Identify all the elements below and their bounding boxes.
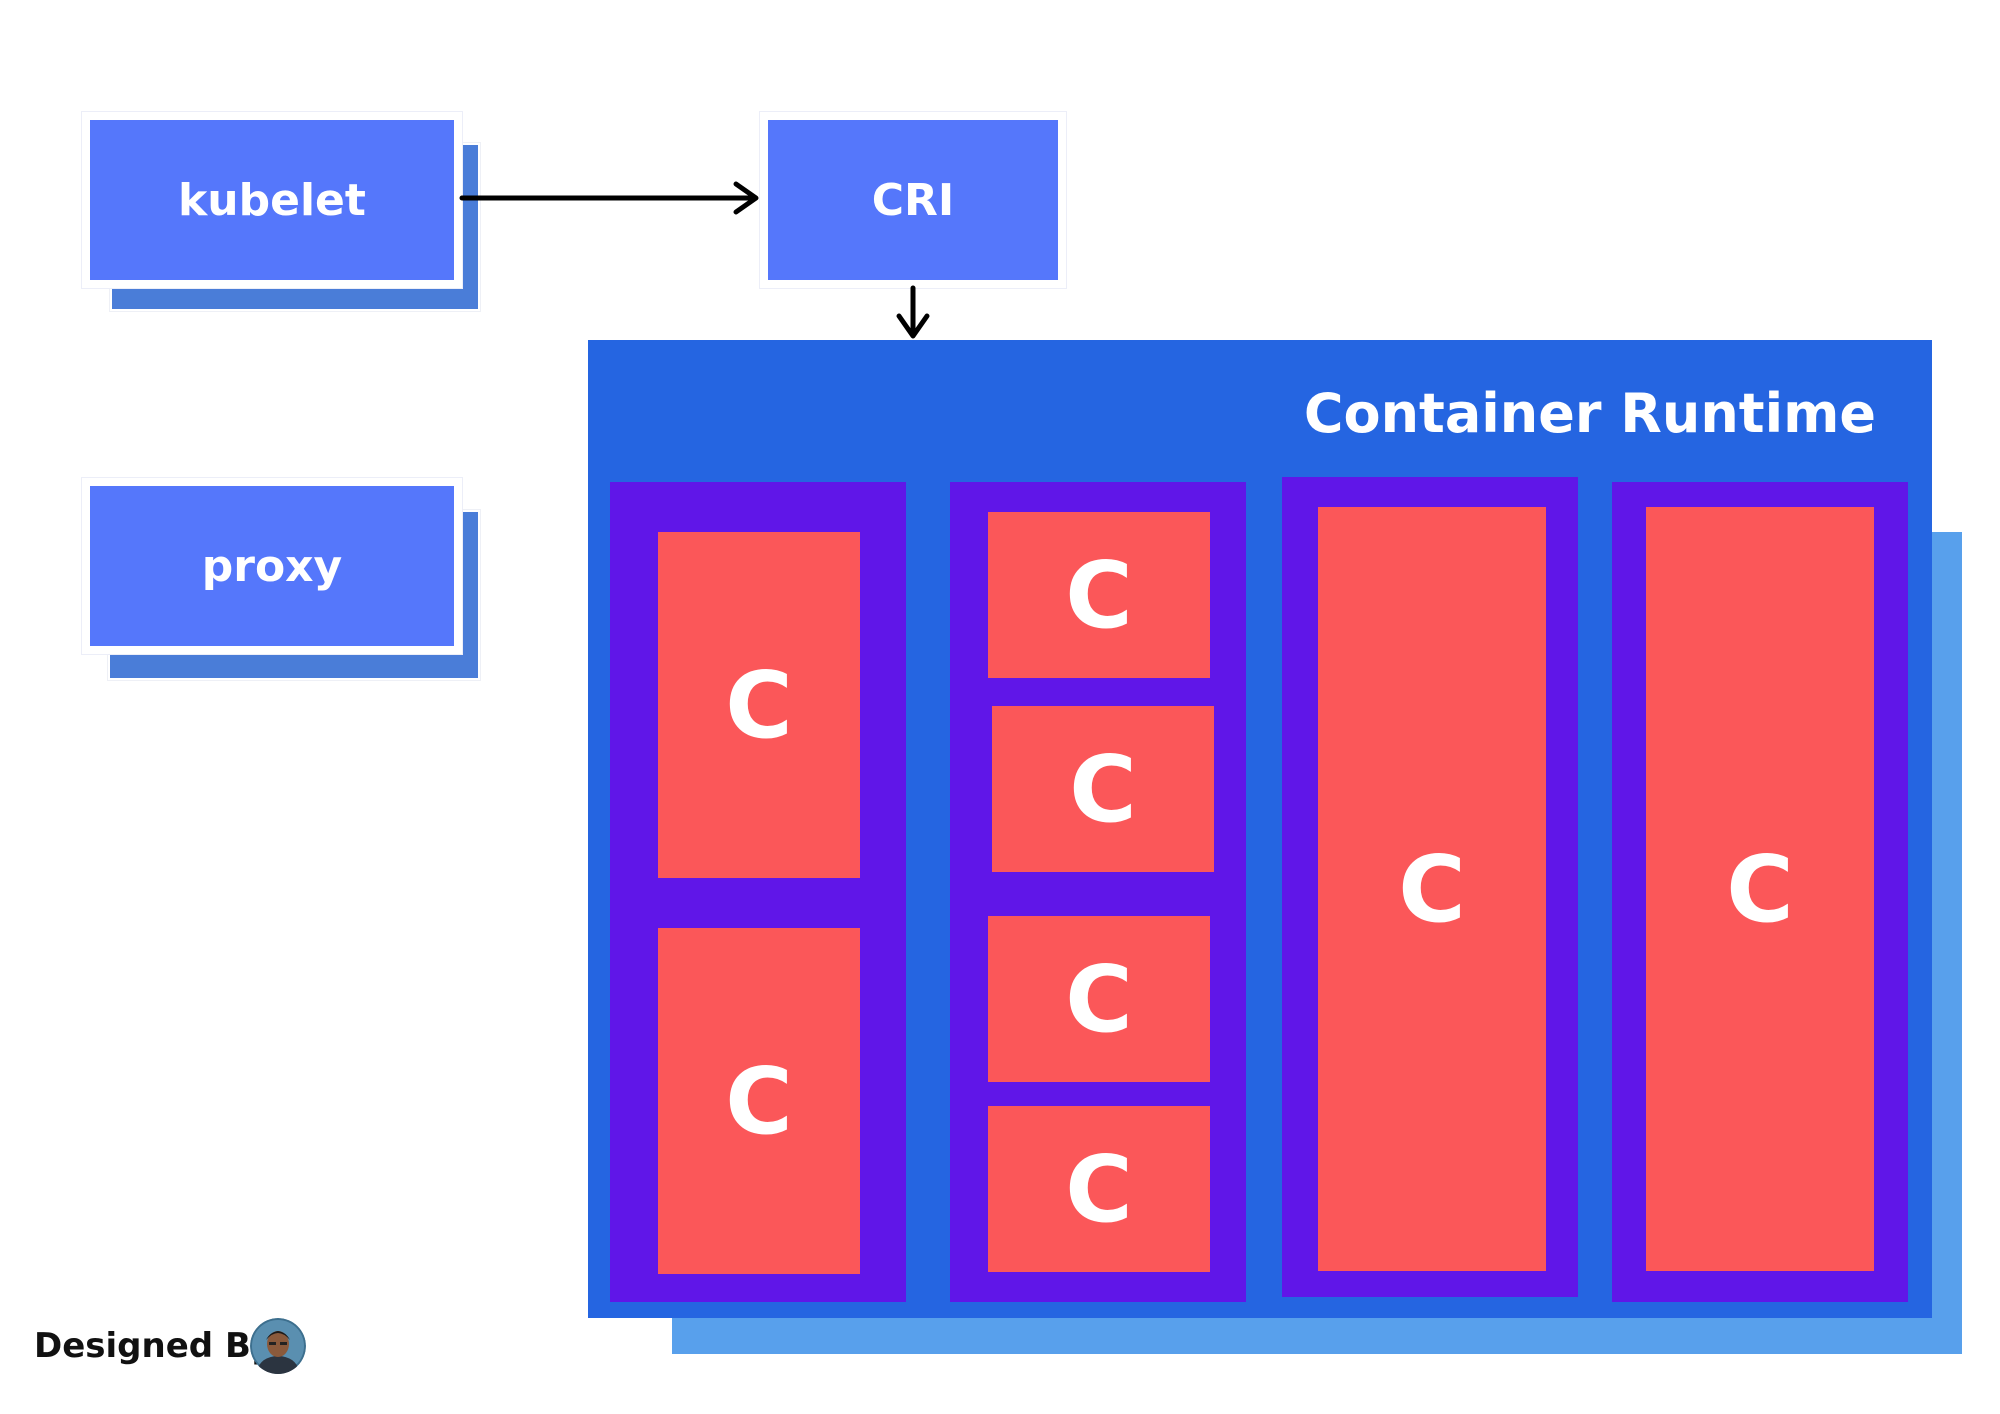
- container-label: C: [725, 1047, 793, 1155]
- pod-2-container-4: C: [988, 1106, 1210, 1272]
- container-label: C: [725, 651, 793, 759]
- pod-2: C C C C: [950, 482, 1246, 1302]
- proxy-box: proxy: [82, 478, 462, 654]
- pod-2-container-1: C: [988, 512, 1210, 678]
- cri-label: CRI: [871, 174, 955, 226]
- pod-1-container-2: C: [658, 928, 860, 1274]
- person-avatar-icon: [250, 1318, 306, 1374]
- kubelet-to-cri-arrow: [459, 181, 759, 215]
- pod-3: C: [1282, 477, 1578, 1297]
- container-runtime: Container Runtime C C C C C C: [588, 340, 1932, 1318]
- pod-1: C C: [610, 482, 906, 1302]
- container-label: C: [1069, 735, 1137, 843]
- pod-1-container-1: C: [658, 532, 860, 878]
- designed-by-text: Designed By: [34, 1326, 274, 1366]
- cri-box: CRI: [760, 112, 1066, 288]
- container-label: C: [1065, 1135, 1133, 1243]
- container-label: C: [1065, 541, 1133, 649]
- cri-to-runtime-arrow: [896, 285, 930, 339]
- pod-2-container-2: C: [992, 706, 1214, 872]
- kubelet-label: kubelet: [178, 174, 366, 226]
- proxy-label: proxy: [201, 540, 343, 592]
- pod-4: C: [1612, 482, 1908, 1302]
- pod-2-container-3: C: [988, 916, 1210, 1082]
- container-label: C: [1398, 835, 1466, 943]
- container-label: C: [1726, 835, 1794, 943]
- container-label: C: [1065, 945, 1133, 1053]
- pod-4-container-1: C: [1646, 507, 1874, 1271]
- runtime-title: Container Runtime: [1303, 382, 1876, 445]
- kubelet-box: kubelet: [82, 112, 462, 288]
- pod-3-container-1: C: [1318, 507, 1546, 1271]
